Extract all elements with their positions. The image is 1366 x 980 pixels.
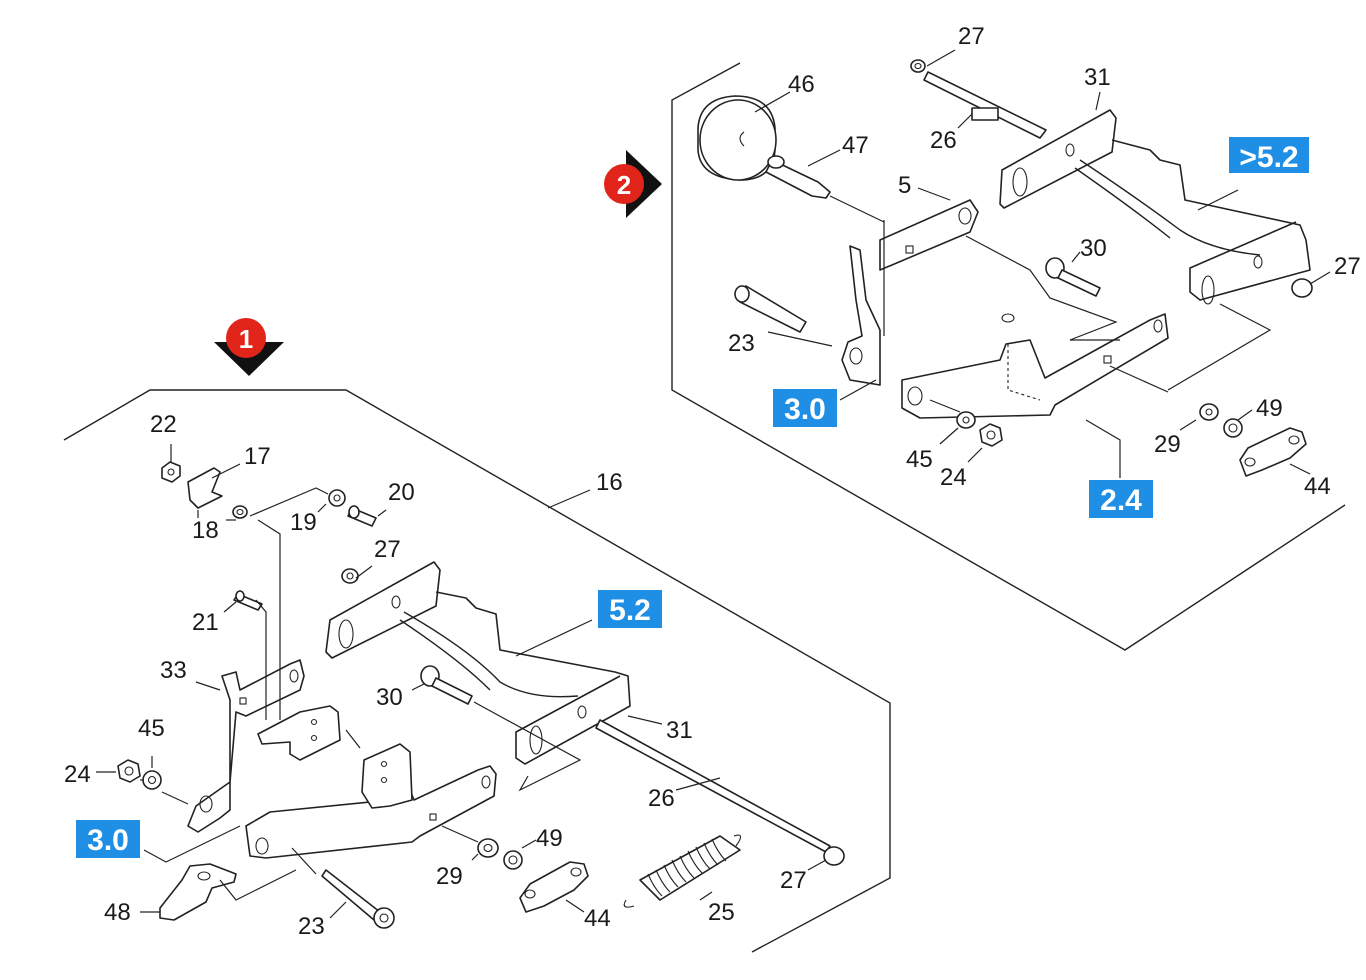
marker-2-number: 2 bbox=[617, 170, 631, 200]
marker-1-number: 1 bbox=[239, 324, 253, 354]
part-31-bracket-bottom bbox=[325, 561, 631, 765]
part-29-washer-bottom bbox=[477, 838, 499, 858]
label-bottom-21: 21 bbox=[192, 609, 219, 636]
ref-badge-3-0-bottom[interactable]: 3.0 bbox=[76, 820, 140, 858]
part-26-rod-bottom bbox=[595, 719, 831, 853]
ref-badge-2-4-top[interactable]: 2.4 bbox=[1089, 480, 1153, 518]
label-top-44: 44 bbox=[1304, 473, 1331, 500]
labels-bottom: 22 17 20 18 19 16 27 21 33 30 31 45 24 2… bbox=[64, 411, 807, 940]
label-top-46: 46 bbox=[788, 71, 815, 98]
part-27-end-cap-right bbox=[1291, 278, 1313, 298]
label-bottom-26: 26 bbox=[648, 785, 675, 812]
label-bottom-24: 24 bbox=[64, 761, 91, 788]
part-33-frame bbox=[187, 659, 341, 833]
part-47-pin bbox=[765, 155, 831, 199]
marker-1-circle-icon bbox=[226, 318, 266, 358]
part-45-washer-bottom bbox=[142, 770, 162, 790]
marker-1[interactable]: 1 bbox=[214, 318, 284, 376]
label-top-30: 30 bbox=[1080, 235, 1107, 262]
marker-2-circle-icon bbox=[604, 164, 644, 204]
part-18-bushing bbox=[232, 505, 248, 519]
part-44-link-bottom bbox=[519, 861, 589, 913]
part-29-washer-top bbox=[1199, 403, 1219, 421]
part-27-end-cap-bottom bbox=[823, 846, 845, 866]
part-45-washer-top bbox=[956, 411, 976, 429]
assembly-1-boundary bbox=[63, 389, 891, 953]
svg-text:3.0: 3.0 bbox=[784, 393, 826, 426]
svg-text:5.2: 5.2 bbox=[609, 594, 651, 627]
svg-text:2.4: 2.4 bbox=[1100, 484, 1142, 517]
part-30-bolt-bottom bbox=[420, 665, 473, 705]
part-46-roller bbox=[697, 95, 777, 181]
ref-badge-5-2-top[interactable]: >5.2 bbox=[1229, 137, 1309, 174]
label-bottom-23: 23 bbox=[298, 913, 325, 940]
label-bottom-18: 18 bbox=[192, 517, 219, 544]
part-31-bracket-top bbox=[999, 109, 1311, 305]
svg-text:>5.2: >5.2 bbox=[1239, 141, 1298, 174]
part-49-lock-washer-bottom bbox=[503, 850, 523, 870]
label-top-31: 31 bbox=[1084, 64, 1111, 91]
label-top-5: 5 bbox=[898, 172, 911, 199]
part-26-shaft-top bbox=[923, 71, 1047, 139]
part-19-washer bbox=[328, 489, 346, 507]
assembly-2-boundary bbox=[671, 62, 1346, 651]
label-top-47: 47 bbox=[842, 132, 869, 159]
part-49-lock-washer-top bbox=[1223, 418, 1243, 438]
label-bottom-20: 20 bbox=[388, 479, 415, 506]
label-bottom-17: 17 bbox=[244, 443, 271, 470]
label-bottom-16: 16 bbox=[596, 469, 623, 496]
label-bottom-25: 25 bbox=[708, 899, 735, 926]
part-bracket-2-4 bbox=[901, 313, 1169, 419]
label-top-29: 29 bbox=[1154, 431, 1181, 458]
label-bottom-48: 48 bbox=[104, 899, 131, 926]
part-23-bolt-bottom bbox=[321, 869, 395, 929]
part-20-screw bbox=[347, 505, 377, 527]
assembly-2 bbox=[671, 49, 1346, 651]
label-top-45: 45 bbox=[906, 446, 933, 473]
part-24-nut-bottom bbox=[117, 759, 141, 783]
part-27-washer-bottom bbox=[341, 568, 359, 584]
part-48-lever bbox=[159, 863, 237, 921]
label-bottom-33: 33 bbox=[160, 657, 187, 684]
label-bottom-22: 22 bbox=[150, 411, 177, 438]
label-top-24: 24 bbox=[940, 464, 967, 491]
label-top-23: 23 bbox=[728, 330, 755, 357]
svg-text:3.0: 3.0 bbox=[87, 824, 129, 857]
assembly-1 bbox=[63, 389, 891, 953]
part-21-pin bbox=[233, 590, 263, 611]
label-top-49: 49 bbox=[1256, 395, 1283, 422]
label-bottom-31: 31 bbox=[666, 717, 693, 744]
label-bottom-45: 45 bbox=[138, 715, 165, 742]
part-5-lever bbox=[841, 199, 979, 386]
part-22-nut-bottom bbox=[161, 461, 181, 483]
part-25-spring bbox=[623, 834, 742, 908]
labels-top: 27 31 46 47 26 5 30 27 23 49 29 45 24 44 bbox=[728, 23, 1361, 500]
label-bottom-19: 19 bbox=[290, 509, 317, 536]
part-23-bolt-top bbox=[734, 285, 807, 333]
part-27-washer-top bbox=[910, 59, 926, 73]
ref-badge-3-0-top[interactable]: 3.0 bbox=[773, 389, 837, 427]
label-bottom-27: 27 bbox=[374, 536, 401, 563]
part-17-plate bbox=[187, 467, 223, 509]
part-30-bolt-top bbox=[1045, 257, 1101, 297]
label-bottom-29: 29 bbox=[436, 863, 463, 890]
label-bottom-49: 49 bbox=[536, 825, 563, 852]
part-44-link-top bbox=[1239, 427, 1307, 477]
label-top-27: 27 bbox=[958, 23, 985, 50]
ref-badge-5-2-bottom[interactable]: 5.2 bbox=[598, 590, 662, 628]
label-top-27b: 27 bbox=[1334, 253, 1361, 280]
label-bottom-30: 30 bbox=[376, 684, 403, 711]
label-bottom-44: 44 bbox=[584, 905, 611, 932]
part-bracket-3-0 bbox=[245, 743, 497, 859]
label-top-26: 26 bbox=[930, 127, 957, 154]
part-24-nut-top bbox=[979, 423, 1003, 447]
label-bottom-27b: 27 bbox=[780, 867, 807, 894]
marker-2[interactable]: 2 bbox=[604, 150, 662, 218]
